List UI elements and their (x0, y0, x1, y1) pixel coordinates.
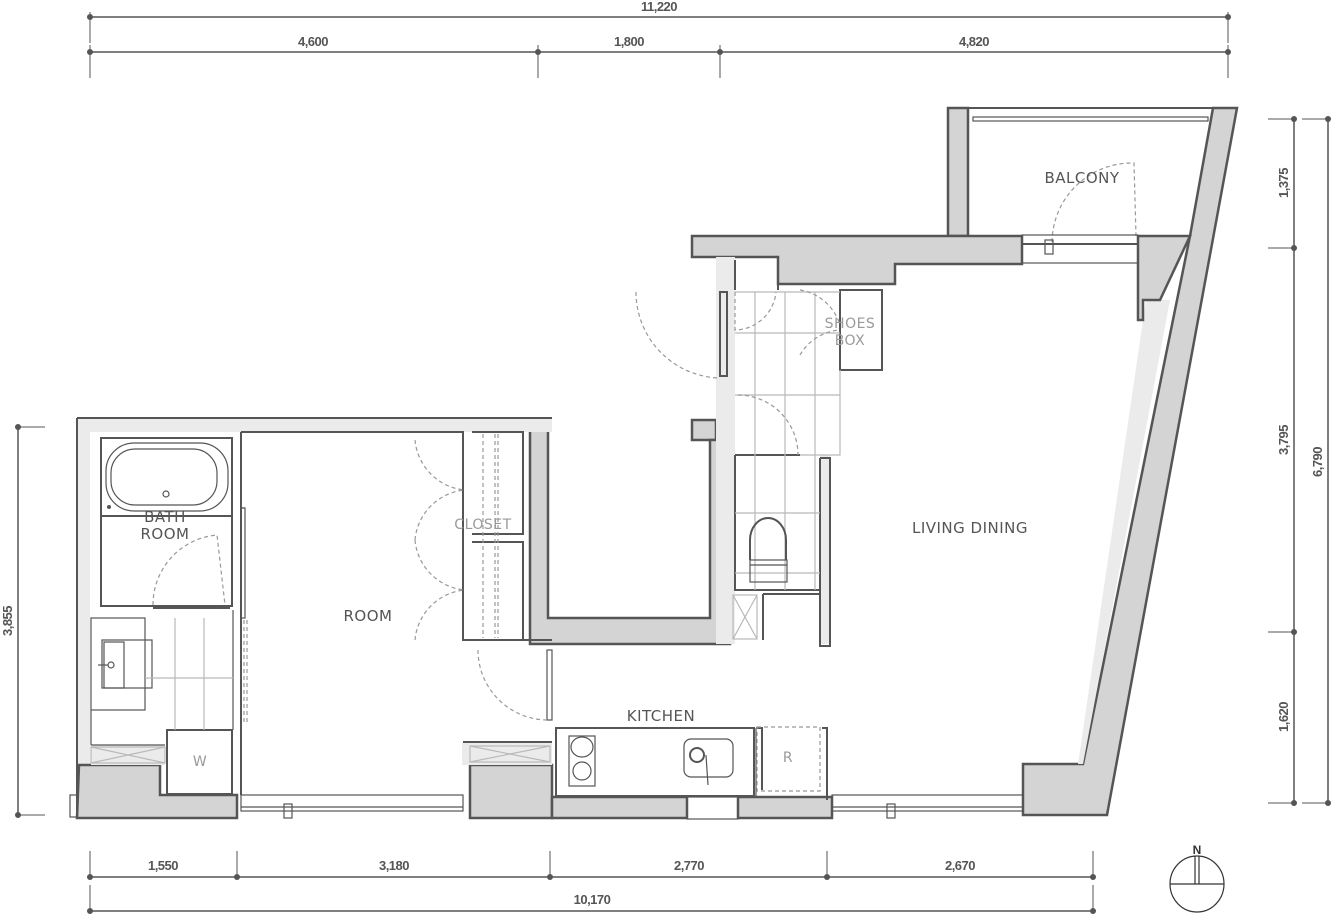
bottom-dimension-2: 3,180 (379, 858, 409, 873)
bottom-dimension-4: 2,670 (945, 858, 975, 873)
fixtures (98, 442, 788, 787)
label-closet: CLOSET (454, 517, 511, 533)
top-dimension-2: 1,800 (614, 34, 644, 49)
wash-basin-icon (98, 641, 125, 689)
top-dimensions: 11,220 4,600 1,800 4,820 (87, 0, 1231, 78)
kitchen-sink-icon (683, 738, 734, 786)
label-bath-room-2: ROOM (141, 525, 190, 543)
bottom-dimension-3: 2,770 (674, 858, 704, 873)
tile-grids (90, 291, 841, 764)
left-dimension: 3,855 (0, 606, 15, 636)
right-dimensions: 1,375 3,795 1,620 6,790 (1268, 116, 1331, 806)
bathtub-icon (105, 442, 229, 512)
label-bath-room-1: BATH (144, 508, 186, 526)
bottom-dimensions: 1,550 3,180 2,770 2,670 10,170 (87, 851, 1096, 914)
stove-icon (568, 735, 596, 787)
top-total-dimension: 11,220 (641, 0, 677, 14)
top-dimension-1: 4,600 (298, 34, 328, 49)
interior-outlines (90, 107, 1213, 800)
right-dimension-3: 1,620 (1276, 702, 1291, 732)
label-refrigerator: R (783, 750, 793, 766)
north-compass-icon: N (1169, 843, 1225, 913)
left-dimensions: 3,855 (0, 424, 45, 818)
label-washer: W (193, 754, 207, 770)
label-room: ROOM (344, 607, 393, 625)
right-dimension-1: 1,375 (1276, 168, 1291, 198)
toilet-icon (749, 517, 788, 583)
bottom-total-dimension: 10,170 (574, 892, 611, 907)
right-total-dimension: 6,790 (1310, 447, 1325, 477)
windows (69, 234, 1139, 820)
top-dimension-3: 4,820 (959, 34, 989, 49)
label-shoes-box-1: SHOES (825, 316, 876, 332)
label-balcony: BALCONY (1044, 169, 1119, 187)
door-swings (152, 162, 1137, 721)
label-living-dining: LIVING DINING (912, 519, 1028, 537)
room-labels: LIVING DINING ROOM KITCHEN BALCONY BATH … (141, 169, 1120, 770)
bottom-dimension-1: 1,550 (148, 858, 178, 873)
label-kitchen: KITCHEN (627, 707, 696, 725)
label-shoes-box-2: BOX (835, 333, 866, 349)
right-dimension-2: 3,795 (1276, 425, 1291, 455)
compass-label: N (1193, 843, 1202, 857)
